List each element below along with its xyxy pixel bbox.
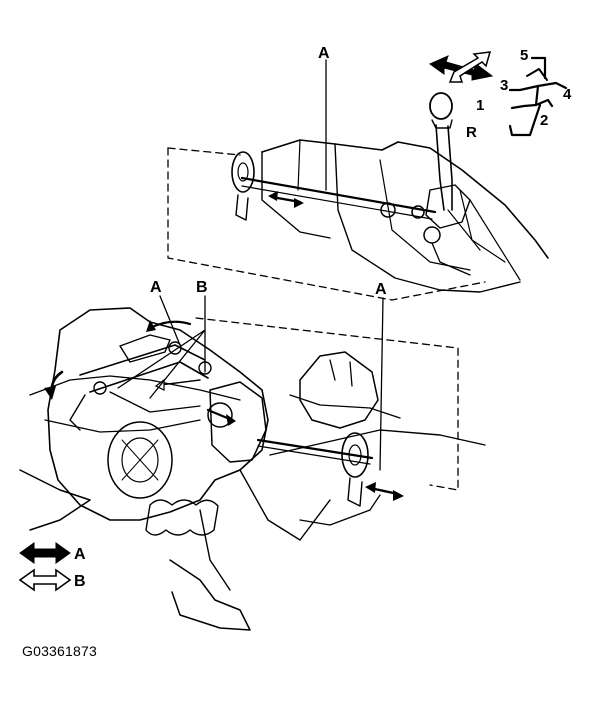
callout-lower-left-a: A	[150, 279, 162, 296]
legend-label-b: B	[74, 573, 86, 590]
legend-label-a: A	[74, 546, 86, 563]
figure-id: G03361873	[22, 643, 97, 659]
outline-double-arrow-icon	[18, 568, 72, 592]
upper-shifter-assembly	[167, 92, 549, 301]
gear-1-label: 1	[476, 97, 484, 114]
gear-4-label: 4	[563, 86, 572, 103]
lower-b-leader	[117, 295, 206, 399]
callout-top-a: A	[318, 45, 330, 62]
gear-5-label: 5	[520, 47, 528, 64]
lower-right-a-leader	[379, 297, 384, 471]
callout-lower-right-a: A	[375, 281, 387, 298]
gear-2-label: 2	[540, 112, 548, 129]
top-motion-arrows-icon	[428, 51, 494, 83]
shift-pattern-diagram	[508, 56, 568, 137]
gear-3-label: 3	[500, 77, 508, 94]
gear-r-label: R	[466, 124, 477, 141]
callout-lower-left-b: B	[196, 279, 208, 296]
legend	[18, 542, 72, 592]
lower-a-leader	[159, 295, 181, 346]
lower-transaxle-assembly	[19, 307, 486, 631]
solid-double-arrow-icon	[19, 542, 71, 564]
